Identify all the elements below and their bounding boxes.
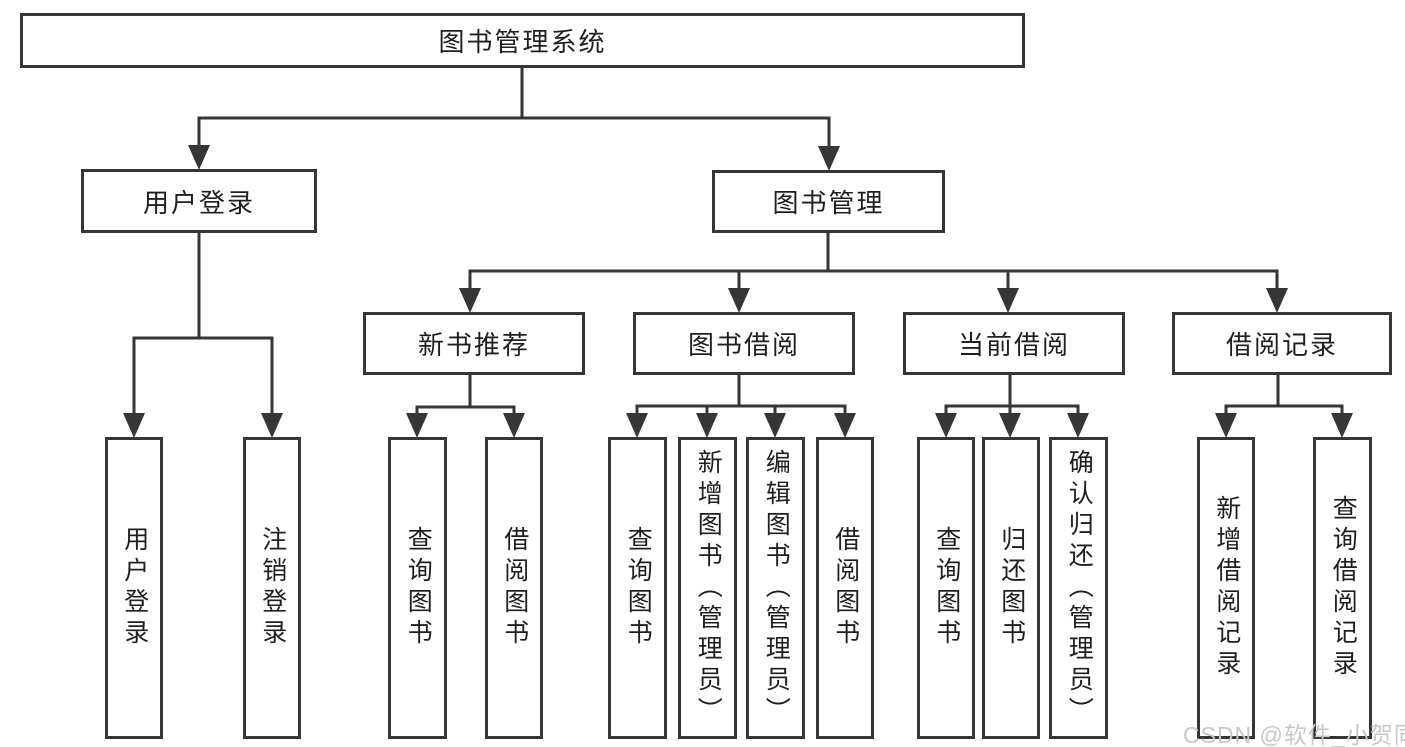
leaf-add-borrow-record-label: 新增借阅记录 (1212, 495, 1241, 681)
node-book-management: 图书管理 (712, 170, 945, 233)
node-book-management-label: 图书管理 (772, 188, 885, 218)
leaf-borrow-query-book-label: 查询图书 (624, 526, 653, 650)
node-book-borrow: 图书借阅 (633, 312, 855, 375)
leaf-edit-book-admin: 编辑图书（管理员） (746, 437, 805, 739)
node-root: 图书管理系统 (20, 13, 1025, 68)
arrowhead (1331, 413, 1353, 438)
arrowhead (123, 413, 145, 438)
arrowhead (1067, 413, 1089, 438)
arrowhead (997, 288, 1019, 313)
connector-userlogin-split (132, 231, 274, 416)
node-book-borrow-label: 图书借阅 (687, 330, 800, 360)
arrowhead (188, 145, 210, 170)
leaf-confirm-return-admin-label: 确认归还（管理员） (1065, 448, 1094, 728)
leaf-query-borrow-record: 查询借阅记录 (1313, 437, 1372, 739)
leaf-return-book: 归还图书 (982, 437, 1040, 739)
leaf-return-book-label: 归还图书 (997, 526, 1026, 650)
node-borrow-record: 借阅记录 (1172, 312, 1392, 375)
leaf-confirm-return-admin: 确认归还（管理员） (1049, 437, 1108, 739)
leaf-borrow-book: 借阅图书 (816, 437, 874, 739)
node-current-borrow: 当前借阅 (903, 312, 1125, 375)
leaf-query-borrow-record-label: 查询借阅记录 (1329, 495, 1358, 681)
node-root-label: 图书管理系统 (438, 27, 607, 57)
arrowhead (999, 413, 1021, 438)
arrowhead (728, 288, 750, 313)
connector-newbook-split (415, 372, 516, 416)
arrowhead (764, 413, 786, 438)
leaf-logout-label: 注销登录 (258, 526, 287, 650)
node-user-login: 用户登录 (81, 169, 317, 233)
connector-record-split (1224, 373, 1344, 416)
arrowhead (626, 413, 648, 438)
leaf-borrow-book-label: 借阅图书 (831, 526, 860, 650)
connector-borrow-split (635, 373, 847, 416)
node-new-book-recommend: 新书推荐 (363, 312, 585, 375)
connector-bookmgmt-split (468, 231, 1279, 292)
leaf-user-login-label: 用户登录 (120, 526, 149, 650)
arrowhead (459, 288, 481, 313)
node-borrow-record-label: 借阅记录 (1225, 330, 1338, 360)
leaf-recommend-borrow-book-label: 借阅图书 (500, 526, 529, 650)
leaf-recommend-query-book: 查询图书 (388, 437, 447, 739)
leaf-logout: 注销登录 (243, 437, 301, 739)
leaf-recommend-query-book-label: 查询图书 (404, 526, 433, 650)
arrowhead (818, 146, 840, 171)
arrowhead (935, 413, 957, 438)
leaf-borrow-query-book: 查询图书 (608, 437, 667, 739)
node-current-borrow-label: 当前借阅 (957, 330, 1070, 360)
leaf-add-book-admin: 新增图书（管理员） (678, 437, 737, 739)
arrowhead (1215, 413, 1237, 438)
node-user-login-label: 用户登录 (142, 187, 255, 218)
arrowhead (406, 413, 428, 438)
arrowhead (261, 413, 283, 438)
arrowhead (503, 413, 525, 438)
leaf-current-query-book-label: 查询图书 (932, 526, 961, 650)
arrowhead (696, 413, 718, 438)
node-new-book-recommend-label: 新书推荐 (417, 330, 530, 360)
leaf-recommend-borrow-book: 借阅图书 (485, 437, 543, 739)
watermark: CSDN @软件_小贺同学 (1183, 722, 1405, 747)
leaf-add-book-admin-label: 新增图书（管理员） (694, 448, 723, 728)
connector-current-split (944, 373, 1080, 416)
leaf-add-borrow-record: 新增借阅记录 (1197, 437, 1255, 739)
connector-root-to-level2 (197, 66, 831, 149)
leaf-edit-book-admin-label: 编辑图书（管理员） (762, 448, 791, 728)
leaf-current-query-book: 查询图书 (917, 437, 975, 739)
leaf-user-login: 用户登录 (105, 437, 163, 739)
arrowhead (834, 413, 856, 438)
arrowhead (1266, 288, 1288, 313)
